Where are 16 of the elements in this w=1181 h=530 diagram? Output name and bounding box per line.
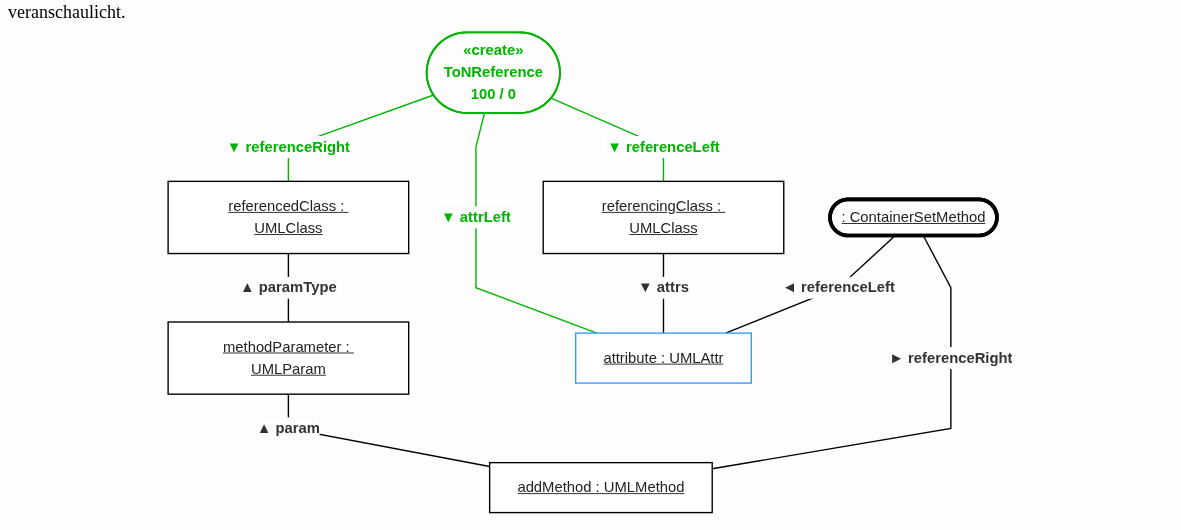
connector <box>475 112 598 334</box>
edge-label: ▼ attrs <box>638 279 690 296</box>
node-box: methodParameter : UMLParam <box>167 321 410 395</box>
edge-label: ▲ paramType <box>240 279 337 296</box>
node-box: referencingClass : UMLClass <box>542 180 785 255</box>
edge-label: ▼ attrLeft <box>441 209 512 225</box>
edge-label: ▼ referenceLeft <box>607 138 720 155</box>
connector <box>725 235 896 334</box>
edge-label: ▼ referenceRight <box>226 138 351 155</box>
caption-text: veranschaulicht. <box>8 2 127 23</box>
node-box: attribute : UMLAttr <box>575 332 753 384</box>
edge-label: ◄ referenceLeft <box>782 279 896 296</box>
node-box: addMethod : UMLMethod <box>489 461 714 514</box>
edge-label: ► referenceRight <box>889 349 1013 366</box>
node-box: referencedClass : UMLClass <box>167 180 410 255</box>
edge-label: ▲ param <box>256 420 321 436</box>
